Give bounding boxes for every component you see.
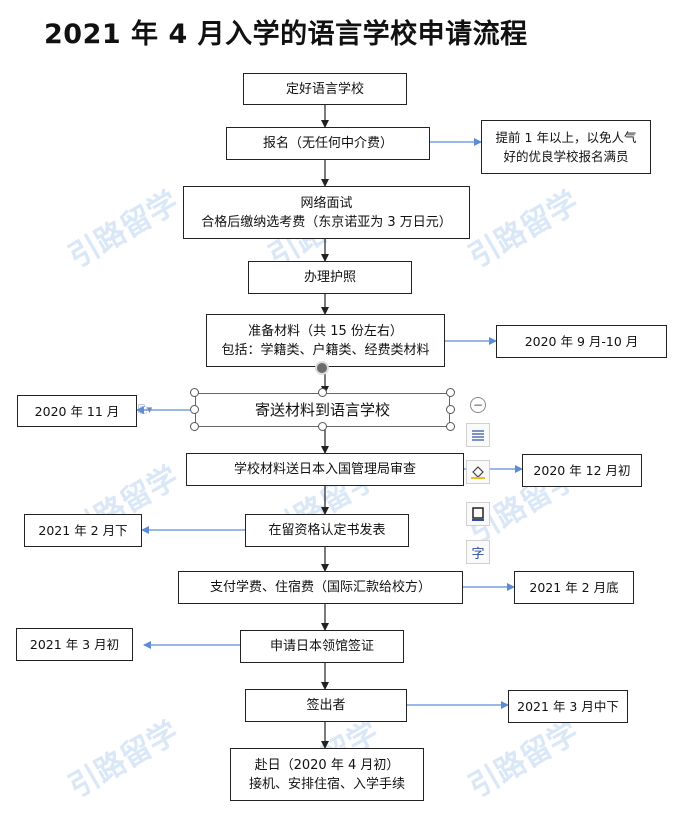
- step-apply: 报名（无任何中介费）: [226, 127, 430, 160]
- step-prepare-materials: 准备材料（共 15 份左右） 包括：学籍类、户籍类、经费类材料: [206, 314, 445, 367]
- note-line: 提前 1 年以上，以免人气: [495, 130, 637, 145]
- step-visa-issued: 签出者: [245, 689, 407, 722]
- note-date: 2020 年 9 月-10 月: [496, 325, 667, 358]
- step-line: 准备材料（共 15 份左右）: [248, 323, 403, 339]
- note-line: 好的优良学校报名满员: [503, 149, 629, 164]
- page-title: 2021 年 4 月入学的语言学校申请流程: [44, 19, 528, 50]
- resize-handle-top-left[interactable]: [190, 388, 199, 397]
- step-line: 网络面试: [300, 195, 353, 211]
- text-wrap-glyph: 字: [471, 546, 485, 562]
- step-line: 签出者: [306, 698, 346, 713]
- step-line: 寄送材料到语言学校: [254, 400, 390, 419]
- step-line: 定好语言学校: [285, 81, 364, 97]
- resize-handle-top-right[interactable]: [446, 388, 455, 397]
- resize-handle-bottom-left[interactable]: [190, 422, 199, 431]
- step-select-school: 定好语言学校: [243, 73, 407, 105]
- resize-handle-bottom-right[interactable]: [446, 422, 455, 431]
- step-arrive-japan: 赴日（2020 年 4 月初） 接机、安排住宿、入学手续: [230, 748, 424, 801]
- collapse-icon[interactable]: −: [470, 397, 486, 413]
- step-passport: 办理护照: [248, 261, 412, 294]
- shape-outline-icon[interactable]: [466, 502, 490, 526]
- note-line: 2021 年 2 月底: [529, 580, 619, 595]
- step-line: 合格后缴纳选考费（东京诺亚为 3 万日元）: [201, 214, 452, 230]
- anchor-icon: ⎘▾: [138, 403, 153, 416]
- note-date: 2021 年 3 月初: [16, 628, 133, 661]
- note-line: 2020 年 12 月初: [533, 463, 631, 478]
- layout-options-icon[interactable]: [466, 423, 490, 447]
- step-immigration-review: 学校材料送日本入国管理局审查: [186, 453, 464, 486]
- step-line: 在留资格认定书发表: [268, 523, 386, 538]
- resize-handle-left[interactable]: [190, 405, 199, 414]
- text-wrap-icon[interactable]: 字: [466, 540, 490, 564]
- step-coe-issued: 在留资格认定书发表: [245, 514, 409, 547]
- note-line: 2020 年 9 月-10 月: [524, 334, 639, 349]
- note-line: 2020 年 11 月: [34, 403, 120, 419]
- rotate-handle-icon[interactable]: [315, 361, 329, 375]
- note-apply-early: 提前 1 年以上，以免人气 好的优良学校报名满员: [481, 120, 651, 174]
- resize-handle-top[interactable]: [318, 388, 327, 397]
- note-date: 2021 年 2 月底: [514, 571, 634, 604]
- note-line: 2021 年 3 月中下: [517, 699, 619, 714]
- step-line: 赴日（2020 年 4 月初）: [254, 757, 400, 773]
- shape-fill-icon[interactable]: [466, 460, 490, 484]
- step-line: 申请日本领馆签证: [269, 639, 374, 654]
- resize-handle-bottom[interactable]: [318, 422, 327, 431]
- step-line: 报名（无任何中介费）: [262, 136, 393, 151]
- step-line: 办理护照: [303, 270, 356, 285]
- note-line: 2021 年 3 月初: [29, 637, 120, 652]
- step-line: 包括：学籍类、户籍类、经费类材料: [221, 342, 430, 358]
- note-date: 2020 年 11 月: [17, 395, 137, 427]
- step-line: 学校材料送日本入国管理局审查: [233, 462, 416, 477]
- note-date: 2021 年 3 月中下: [508, 690, 628, 723]
- note-date: 2020 年 12 月初: [522, 454, 642, 487]
- step-pay-tuition: 支付学费、住宿费（国际汇款给校方）: [178, 571, 463, 604]
- step-line: 接机、安排住宿、入学手续: [248, 776, 405, 792]
- note-line: 2021 年 2 月下: [38, 523, 128, 538]
- resize-handle-right[interactable]: [446, 405, 455, 414]
- step-send-materials[interactable]: 寄送材料到语言学校: [195, 393, 450, 427]
- step-visa-application: 申请日本领馆签证: [240, 630, 404, 663]
- note-date: 2021 年 2 月下: [24, 514, 142, 547]
- step-interview: 网络面试 合格后缴纳选考费（东京诺亚为 3 万日元）: [183, 186, 470, 239]
- step-line: 支付学费、住宿费（国际汇款给校方）: [209, 580, 431, 595]
